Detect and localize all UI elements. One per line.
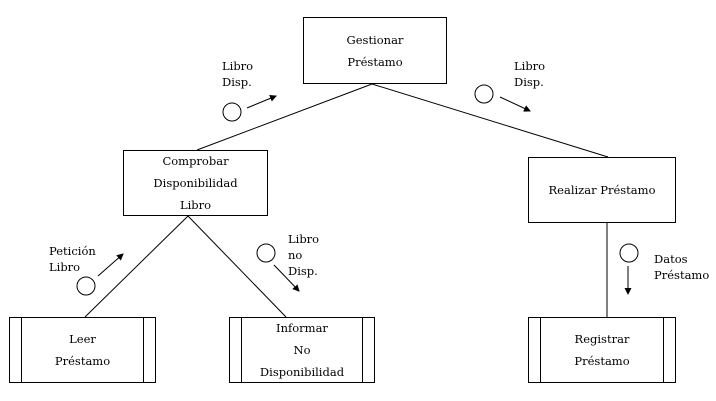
module-informar-line-2: No bbox=[293, 343, 311, 357]
couple-arrow-libro-disp-right bbox=[499, 96, 531, 112]
couple-label-libro-disp-right-line-2: Disp. bbox=[514, 75, 544, 89]
couple-label-datos-prestamo: Datos Préstamo bbox=[654, 251, 709, 283]
couple-label-libro-disp-left: Libro Disp. bbox=[222, 58, 253, 90]
couple-circle-libro-disp-left bbox=[222, 102, 242, 122]
couple-circle-libro-no-disp bbox=[256, 243, 276, 263]
link-gestionar-realizar bbox=[371, 83, 609, 158]
link-comprobar-informar bbox=[187, 215, 287, 318]
module-comprobar-line-2: Disponibilidad bbox=[153, 176, 238, 190]
couple-circle-datos-prestamo bbox=[619, 243, 639, 263]
module-registrar-prestamo: Registrar Préstamo bbox=[528, 317, 676, 383]
module-gestionar-line-2: Préstamo bbox=[347, 54, 403, 69]
couple-circle-peticion-libro bbox=[76, 276, 96, 296]
module-informar-line-1: Informar bbox=[276, 321, 328, 335]
module-registrar-line-1: Registrar bbox=[574, 332, 630, 346]
couple-label-datos-prestamo-line-1: Datos bbox=[654, 252, 688, 266]
module-gestionar-line-1: Gestionar bbox=[346, 32, 404, 47]
couple-label-peticion-libro-line-2: Libro bbox=[49, 260, 81, 274]
module-comprobar-line-1: Comprobar bbox=[162, 154, 229, 168]
module-leer-line-1: Leer bbox=[69, 332, 96, 346]
couple-label-libro-no-disp-line-1: Libro bbox=[288, 232, 320, 246]
couple-label-peticion-libro: Petición Libro bbox=[49, 243, 96, 275]
couple-label-libro-disp-left-line-1: Libro bbox=[222, 59, 254, 73]
module-informar-no-disponibilidad: Informar No Disponibilidad bbox=[229, 317, 375, 383]
couple-label-libro-no-disp: Libro no Disp. bbox=[288, 231, 319, 279]
module-registrar-line-2: Préstamo bbox=[574, 354, 630, 368]
couple-label-libro-disp-right-line-1: Libro bbox=[514, 59, 546, 73]
couple-label-peticion-libro-line-1: Petición bbox=[49, 244, 96, 258]
module-realizar-prestamo: Realizar Préstamo bbox=[528, 157, 676, 223]
module-gestionar-prestamo: Gestionar Préstamo bbox=[303, 17, 447, 84]
couple-arrow-libro-no-disp bbox=[273, 264, 300, 292]
couple-arrow-libro-disp-left bbox=[246, 95, 277, 109]
couple-label-libro-no-disp-line-3: Disp. bbox=[288, 264, 318, 278]
couple-label-datos-prestamo-line-2: Préstamo bbox=[654, 268, 710, 282]
module-comprobar-line-3: Libro bbox=[179, 198, 212, 212]
module-informar-line-3: Disponibilidad bbox=[259, 365, 345, 379]
module-leer-prestamo: Leer Préstamo bbox=[9, 317, 156, 383]
couple-label-libro-no-disp-line-2: no bbox=[288, 248, 303, 262]
module-realizar-line-1: Realizar Préstamo bbox=[548, 183, 656, 197]
link-comprobar-leer bbox=[84, 215, 189, 318]
couple-circle-libro-disp-right bbox=[474, 84, 494, 104]
module-leer-line-2: Préstamo bbox=[54, 354, 111, 368]
couple-label-libro-disp-right: Libro Disp. bbox=[514, 58, 545, 90]
module-comprobar-disponibilidad-libro: Comprobar Disponibilidad Libro bbox=[123, 150, 268, 216]
couple-arrow-peticion-libro bbox=[97, 253, 124, 277]
link-gestionar-comprobar bbox=[196, 83, 373, 151]
couple-label-libro-disp-left-line-2: Disp. bbox=[222, 75, 252, 89]
